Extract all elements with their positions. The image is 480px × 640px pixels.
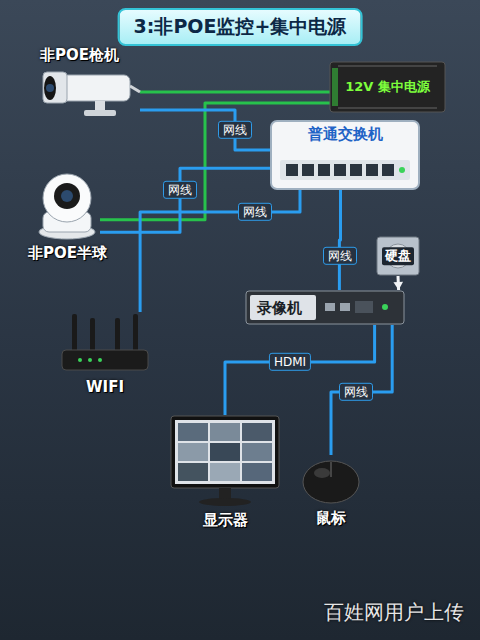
cable-connector [100, 168, 270, 232]
cable-line [140, 110, 270, 150]
dome-camera-picture [35, 170, 100, 240]
cable-label: 网线 [238, 203, 272, 221]
monitor-node: 显示器 [170, 415, 280, 507]
monitor-picture [170, 415, 280, 507]
bullet-camera-node: 非POE枪机 [40, 68, 140, 118]
network-switch-node: 普通交换机 [270, 120, 420, 190]
wifi-router-node: WIFI [60, 312, 150, 374]
cable-line [339, 190, 340, 290]
cable-label: 网线 [218, 121, 252, 139]
cable-line [331, 325, 392, 455]
cable-label: 网线 [339, 383, 373, 401]
router-picture [60, 312, 150, 374]
device-label: 显示器 [203, 511, 248, 529]
device-label: 鼠标 [316, 509, 346, 527]
cable-connector [339, 190, 340, 290]
cable-connector [393, 276, 403, 290]
cable-connector [140, 110, 270, 150]
device-label: 硬盘 [382, 247, 414, 265]
dome-camera-node: 非POE半球 [35, 170, 100, 240]
cable-connector [225, 325, 375, 415]
watermark: 百姓网用户上传 [324, 599, 464, 626]
cable-label: HDMI [269, 353, 311, 371]
cable-connector [331, 325, 392, 455]
device-label: WIFI [86, 378, 124, 396]
title-banner: 3:非POE监控+集中电源 [118, 8, 363, 46]
video-recorder-node: 录像机 [245, 290, 405, 325]
cable-label: 网线 [163, 181, 197, 199]
cable-line [140, 91, 330, 94]
device-label: 普通交换机 [308, 125, 383, 143]
cable-line [225, 325, 375, 415]
cable-line [100, 168, 270, 232]
hard-disk-node: 硬盘 [376, 236, 420, 276]
device-label: 非POE半球 [28, 244, 107, 262]
bullet-camera-picture [40, 68, 140, 118]
cable-connector [140, 92, 330, 93]
device-label: 非POE枪机 [40, 46, 119, 64]
device-label: 录像机 [257, 299, 302, 317]
cable-label: 网线 [323, 247, 357, 265]
mouse-node: 鼠标 [300, 455, 362, 505]
mouse-picture [300, 455, 362, 505]
device-label: 12V 集中电源 [345, 79, 430, 95]
power-supply-node: 12V 集中电源 [330, 62, 445, 112]
arrow-head [393, 282, 403, 290]
